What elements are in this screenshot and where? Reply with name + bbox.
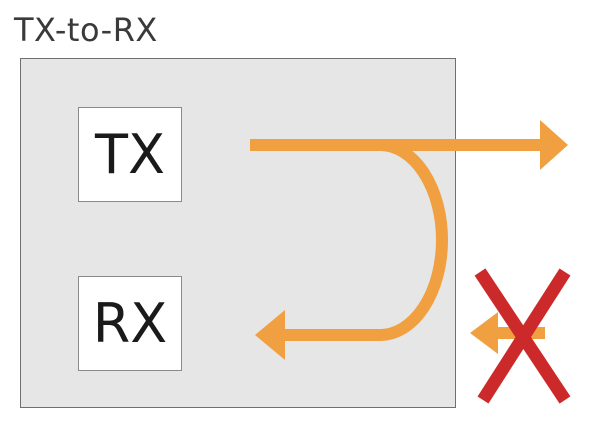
tx-label: TX <box>95 123 165 186</box>
rx-port-box: RX <box>78 276 182 371</box>
diagram-title: TX-to-RX <box>14 11 158 49</box>
loopback-arrow <box>255 139 448 360</box>
rx-label: RX <box>92 292 168 355</box>
tx-port-box: TX <box>78 107 182 202</box>
x-mark-icon <box>474 268 571 404</box>
